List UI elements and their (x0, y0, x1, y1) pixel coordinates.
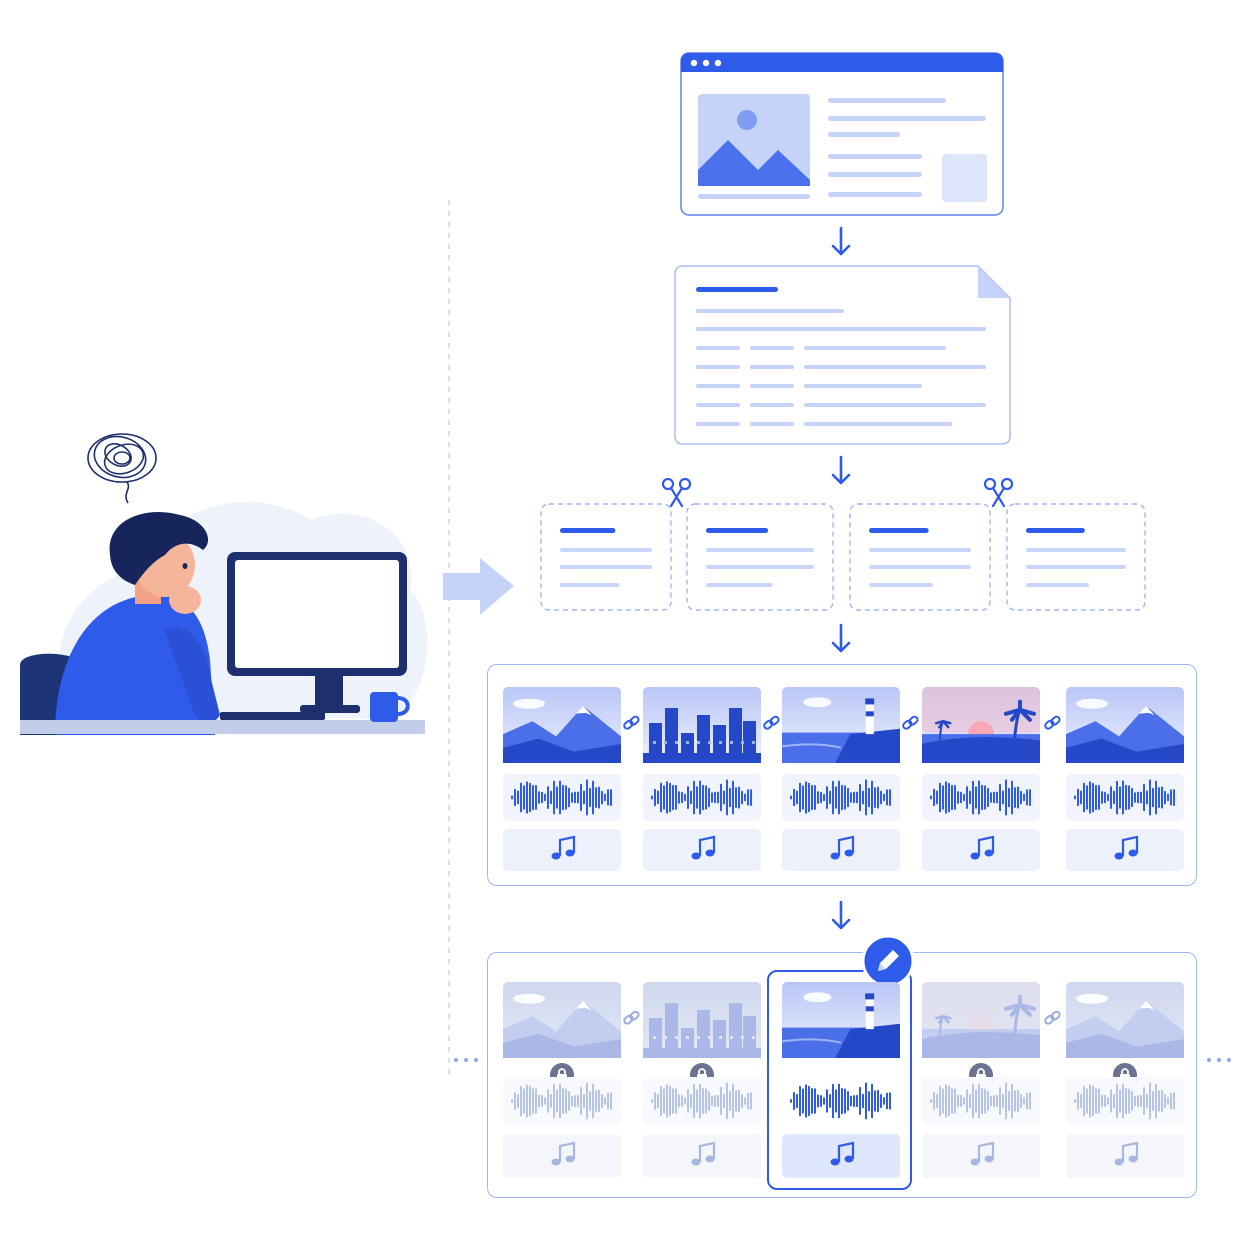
text-chunk (849, 503, 991, 611)
browser-icon (680, 52, 1004, 216)
selected-scene-frame[interactable] (767, 970, 912, 1190)
document-icon (674, 265, 1011, 445)
audio-waveform-icon (922, 1077, 1040, 1125)
keyboard (220, 712, 325, 720)
link-icon (622, 715, 642, 735)
music-note-icon (922, 829, 1040, 871)
music-note-icon (922, 1134, 1040, 1178)
desk (20, 720, 425, 734)
extracted-document (674, 265, 1012, 447)
link-icon (1043, 715, 1063, 735)
text-chunk (686, 503, 834, 611)
confused-scribble-icon (87, 433, 157, 504)
scene-image-beach (922, 687, 1040, 763)
scene-image-lighthouse (782, 687, 900, 763)
audio-waveform-icon (1066, 774, 1184, 821)
audio-waveform-icon (922, 774, 1040, 821)
scene-image-mountain[interactable] (503, 982, 621, 1058)
link-icon (762, 715, 782, 735)
audio-waveform-icon (1066, 1077, 1184, 1125)
pencil-icon[interactable] (861, 934, 915, 988)
audio-waveform-icon (643, 774, 761, 821)
music-note-icon (1066, 829, 1184, 871)
scene-image-lighthouse[interactable] (782, 982, 900, 1058)
arrow-down-icon (831, 623, 851, 653)
music-note-icon (782, 1134, 900, 1178)
audio-waveform-icon (503, 1077, 621, 1125)
scene-image-city (643, 687, 761, 763)
audio-waveform-icon (782, 774, 900, 821)
music-note-icon (643, 829, 761, 871)
music-note-icon (503, 1134, 621, 1178)
text-chunk (1006, 503, 1146, 611)
divider-line (448, 200, 450, 1080)
music-note-icon (1066, 1134, 1184, 1178)
link-icon (901, 715, 921, 735)
person-at-desk (20, 511, 425, 735)
scissors-icon (983, 477, 1014, 508)
music-note-icon (782, 829, 900, 871)
link-icon (1043, 1010, 1063, 1030)
scene-image-mountain (503, 687, 621, 763)
arrow-down-icon (831, 455, 851, 485)
scene-image-mountain (1066, 687, 1184, 763)
audio-waveform-icon (643, 1077, 761, 1125)
audio-waveform-icon (782, 1077, 900, 1125)
music-note-icon (503, 829, 621, 871)
scene-image-beach[interactable] (922, 982, 1040, 1058)
audio-waveform-icon (503, 774, 621, 821)
webpage-window (680, 52, 1004, 216)
scissors-icon (661, 477, 692, 508)
scene-image-city[interactable] (643, 982, 761, 1058)
ellipsis-right-icon (1207, 1058, 1231, 1062)
arrow-down-icon (831, 226, 851, 256)
text-chunk (540, 503, 672, 611)
scene-image-mountain[interactable] (1066, 982, 1184, 1058)
arrow-down-icon (831, 900, 851, 930)
flow-arrow-right-icon (443, 558, 514, 615)
music-note-icon (643, 1134, 761, 1178)
mug (370, 692, 398, 722)
link-icon (622, 1010, 642, 1030)
ellipsis-left-icon (454, 1058, 478, 1062)
